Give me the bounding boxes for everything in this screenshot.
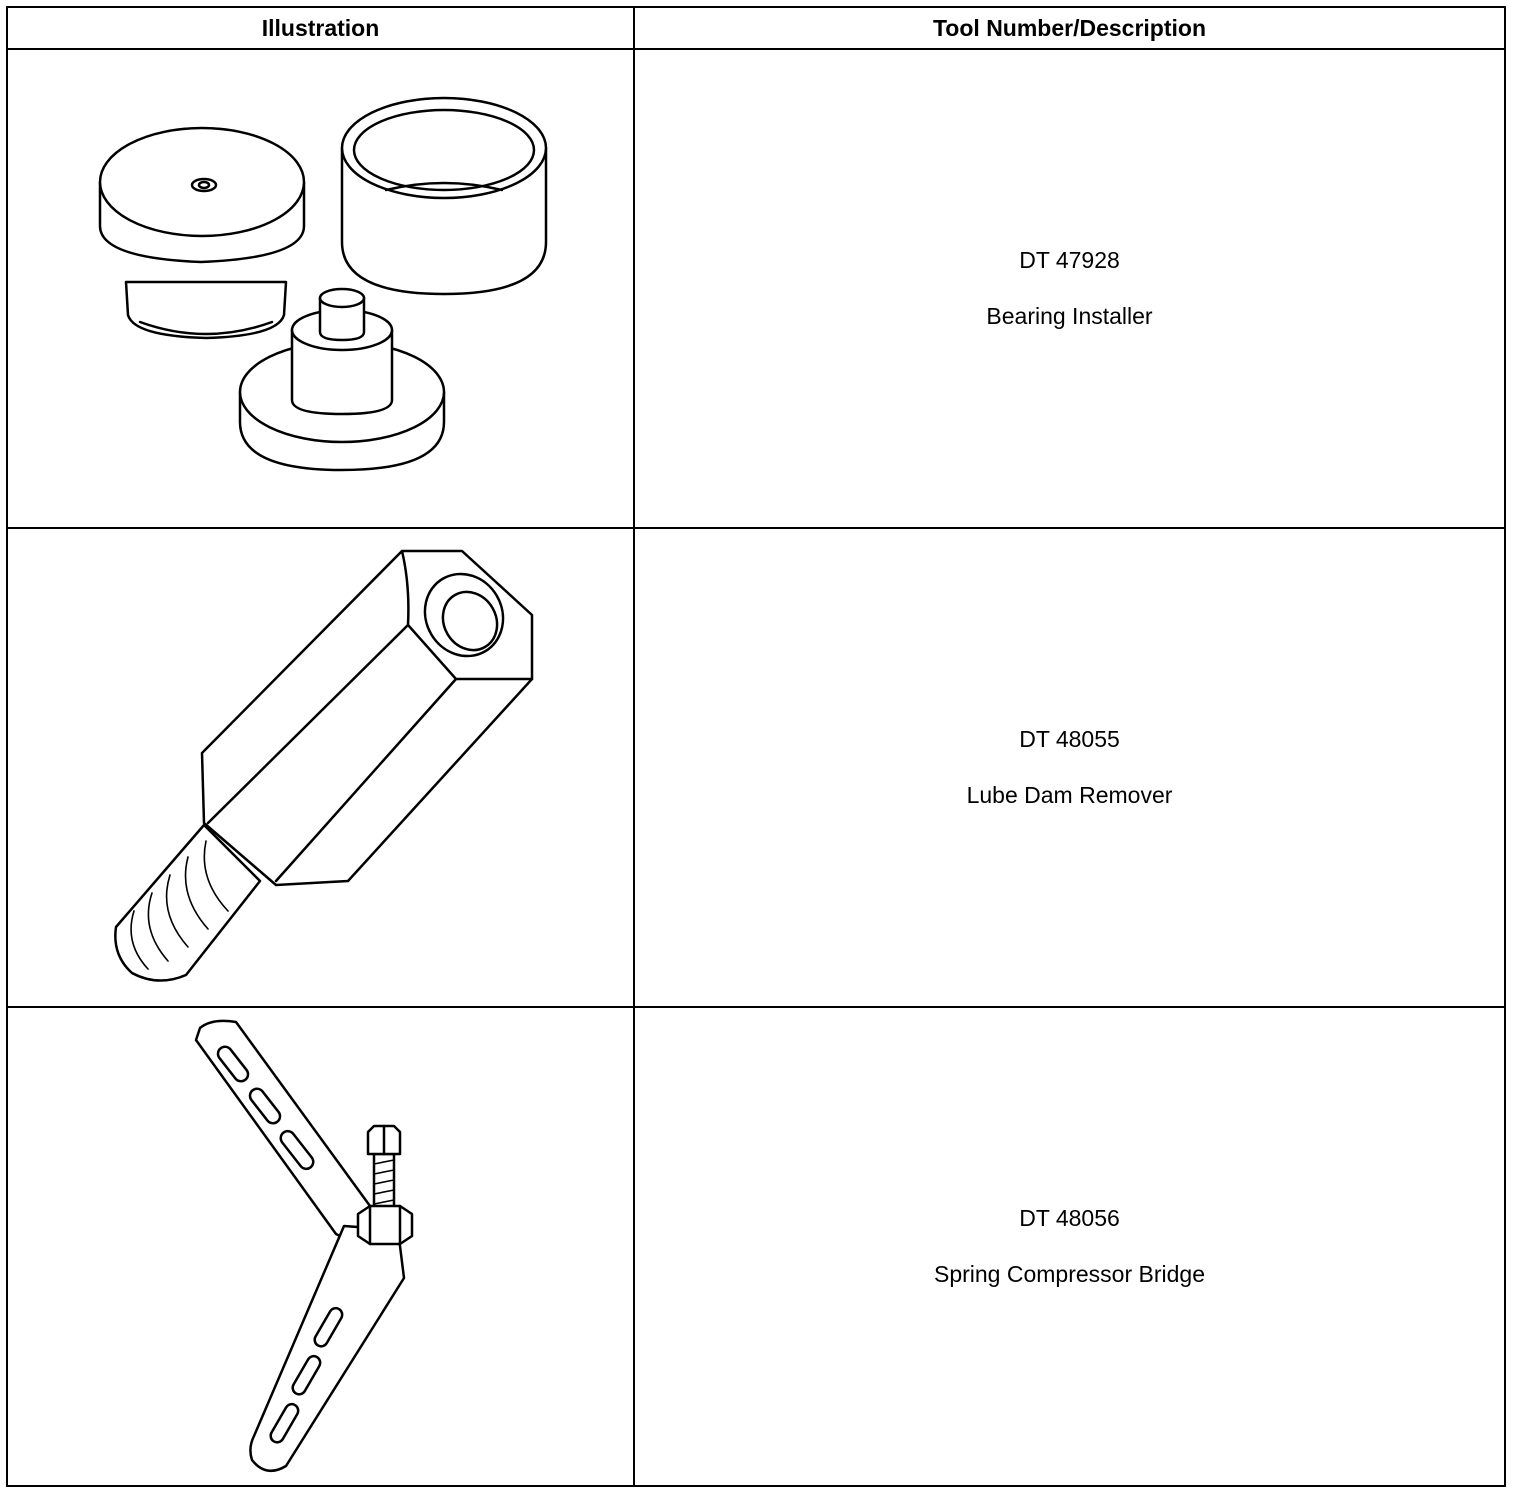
installer-flanged-driver [238, 287, 446, 472]
tool-number: DT 48056 [1019, 1205, 1120, 1231]
illustration-cell [6, 527, 635, 1008]
description-cell: DT 48055 Lube Dam Remover [633, 527, 1506, 1008]
illustration-cell [6, 1006, 635, 1487]
tool-number: DT 47928 [1019, 247, 1120, 273]
table-row: DT 47928 Bearing Installer [6, 48, 1506, 529]
lube-dam-remover-drawing [114, 549, 534, 982]
spring-compressor-bridge-drawing [194, 1019, 414, 1473]
bearing-installer-drawing [98, 96, 548, 472]
bridge-lower-arm [249, 1224, 406, 1473]
table-row: DT 48055 Lube Dam Remover [6, 527, 1506, 1008]
tool-description: Lube Dam Remover [966, 782, 1173, 808]
header-row: Illustration Tool Number/Description [6, 6, 1506, 50]
installer-cup [340, 96, 548, 296]
description-cell: DT 47928 Bearing Installer [633, 48, 1506, 529]
bridge-bolt-and-nut [356, 1124, 414, 1246]
table-row: DT 48056 Spring Compressor Bridge [6, 1006, 1506, 1487]
tool-number: DT 48055 [1019, 726, 1120, 752]
special-tools-table: Illustration Tool Number/Description [6, 6, 1506, 1487]
header-illustration: Illustration [6, 6, 635, 50]
illustration-cell [6, 48, 635, 529]
bridge-upper-arm [194, 1019, 382, 1244]
header-tool-number-description: Tool Number/Description [633, 6, 1506, 50]
remover-hex-body [200, 549, 534, 887]
tool-description: Bearing Installer [986, 303, 1153, 329]
installer-stepped-cylinder [98, 126, 306, 340]
tool-description: Spring Compressor Bridge [933, 1261, 1205, 1287]
remover-threaded-shank [114, 823, 262, 982]
description-cell: DT 48056 Spring Compressor Bridge [633, 1006, 1506, 1487]
